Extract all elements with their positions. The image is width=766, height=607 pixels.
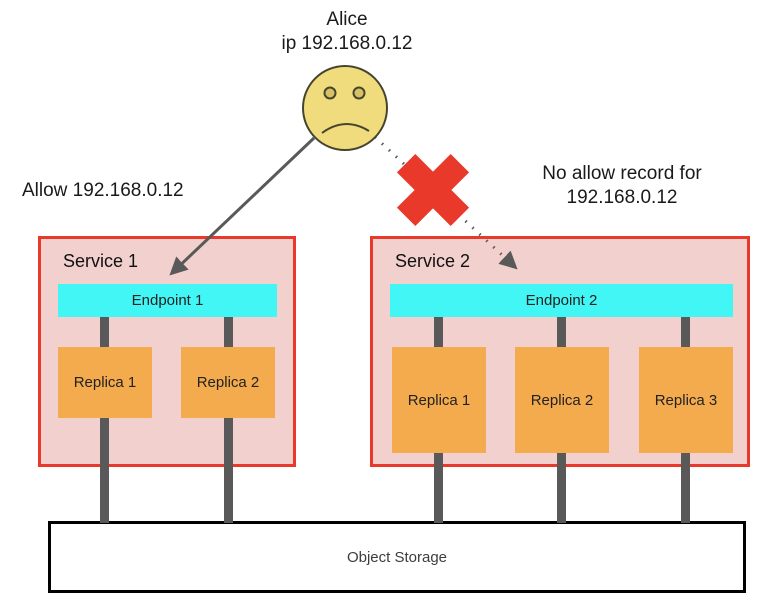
service-2-endpoint: Endpoint 2 bbox=[390, 284, 733, 317]
no-allow-record-line2: 192.168.0.12 bbox=[566, 187, 678, 208]
service-1-title: Service 1 bbox=[63, 251, 139, 271]
connector-line bbox=[434, 453, 443, 523]
connector-line bbox=[681, 453, 690, 523]
service-2-title: Service 2 bbox=[395, 251, 471, 271]
x-mark-icon bbox=[396, 153, 470, 227]
connector-line bbox=[224, 317, 233, 347]
object-storage-label: Object Storage bbox=[346, 548, 448, 566]
connector-line bbox=[100, 317, 109, 347]
connector-line bbox=[100, 418, 109, 523]
service-1-replica-2: Replica 2 bbox=[181, 347, 275, 418]
actor-label: Alice ip 192.168.0.12 bbox=[247, 8, 447, 56]
service-1-endpoint: Endpoint 1 bbox=[58, 284, 277, 317]
service-2-box: Service 2 Endpoint 2 Replica 1 Replica 2… bbox=[370, 236, 750, 467]
sad-face-icon bbox=[302, 65, 388, 151]
connector-line bbox=[434, 317, 443, 347]
actor-name: Alice bbox=[326, 9, 368, 30]
allow-record-note: Allow 192.168.0.12 bbox=[22, 180, 184, 201]
service-2-replica-3: Replica 3 bbox=[639, 347, 733, 453]
connector-line bbox=[557, 453, 566, 523]
no-allow-record-note: No allow record for 192.168.0.12 bbox=[522, 162, 722, 210]
connector-line bbox=[557, 317, 566, 347]
service-2-replica-1: Replica 1 bbox=[392, 347, 486, 453]
service-1-replica-1: Replica 1 bbox=[58, 347, 152, 418]
service-1-box: Service 1 Endpoint 1 Replica 1 Replica 2 bbox=[38, 236, 296, 467]
connector-line bbox=[681, 317, 690, 347]
service-2-replica-2: Replica 2 bbox=[515, 347, 609, 453]
connector-line bbox=[224, 418, 233, 523]
actor-ip: ip 192.168.0.12 bbox=[281, 33, 413, 54]
no-allow-record-line1: No allow record for bbox=[542, 163, 702, 184]
object-storage-box: Object Storage bbox=[48, 521, 746, 593]
